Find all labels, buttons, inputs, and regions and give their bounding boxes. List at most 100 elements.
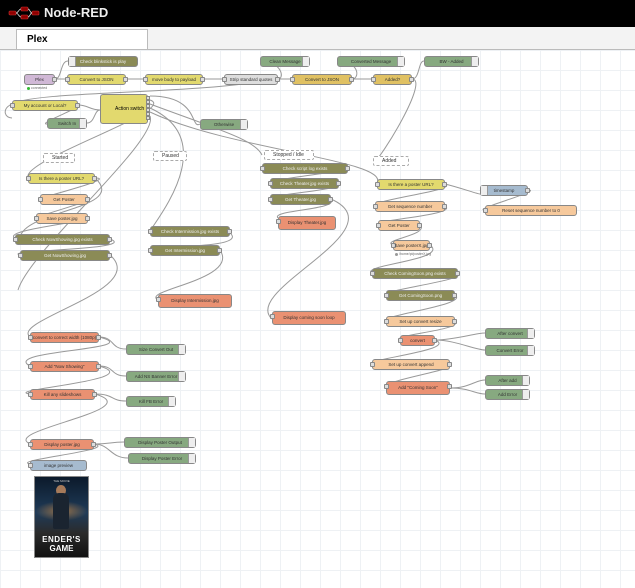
add-error-node[interactable]: Add Error	[485, 389, 530, 400]
flow-canvas[interactable]: Started Paused Stopped / Idle Added Plex…	[0, 50, 635, 588]
poster-url-node-1[interactable]: Is there a poster URL?	[26, 173, 97, 184]
reset-sequence-node[interactable]: Reset sequence number to 0	[483, 205, 577, 216]
tab-plex-label: Plex	[27, 34, 48, 45]
workspace-tab-bar: Plex	[0, 27, 635, 50]
comment-stopped[interactable]: Stopped / Idle	[264, 150, 314, 160]
get-poster-1-label: Get Poster	[53, 197, 75, 202]
add-ns-banner-error-node[interactable]: Add NS Banner Error	[126, 371, 186, 382]
get-comingsoon-label: Get ComingSoon.png	[398, 293, 443, 298]
add-coming-soon-node[interactable]: Add "Coming Soon"	[384, 381, 452, 395]
get-nowshowing-node[interactable]: Get NowShowing.jpg	[18, 250, 112, 261]
convert-json-2-label: Convert to JSON	[304, 77, 339, 82]
comment-started[interactable]: Started	[43, 153, 75, 163]
strip-quotes-label: Strip standard quotes	[229, 77, 273, 82]
my-account-label: My account or Local?	[23, 103, 67, 108]
set-convert-resize-label: Set up convert resize	[399, 319, 442, 324]
convert-node[interactable]: convert	[398, 335, 437, 346]
get-intermission-node[interactable]: Get Intermission.jpg	[148, 245, 222, 256]
comment-stopped-label: Stopped / Idle	[273, 152, 304, 158]
check-comingsoon-node[interactable]: Check ComingSoon.png exists	[370, 268, 460, 279]
otherwise-debug-node[interactable]: Otherwise	[200, 119, 248, 130]
kill-fb-error-label: Kill FB Error	[138, 399, 164, 404]
get-poster-node-1[interactable]: Get Poster	[38, 194, 90, 205]
check-nowshowing-label: Check NowShowing.jpg exists	[32, 237, 93, 242]
comment-added[interactable]: Added	[373, 156, 409, 166]
action-switch-ports	[146, 96, 150, 120]
display-poster-output-label: Display Poster Output	[138, 440, 182, 445]
poster-title-line-1: ENDER'S	[42, 535, 81, 544]
display-poster-output-node[interactable]: Display Poster Output	[124, 437, 196, 448]
clean-message-label: Clean Message	[269, 59, 301, 64]
add-ns-banner-error-label: Add NS Banner Error	[134, 374, 178, 379]
display-poster-node[interactable]: Display poster.jpg	[28, 439, 96, 450]
plex-webhook-node[interactable]: Plex	[24, 74, 57, 85]
switch-in-debug-node[interactable]: Switch In	[47, 118, 87, 129]
kill-fb-error-node[interactable]: Kill FB Error	[126, 396, 176, 407]
converted-message-debug-node[interactable]: Converted Message	[337, 56, 405, 67]
get-poster-node-2[interactable]: Get Poster	[376, 220, 422, 231]
convert-1080p-label: convert to correct width (1080p)	[32, 335, 97, 340]
move-body-node[interactable]: move body to payload	[143, 74, 205, 85]
convert-json-node-2[interactable]: Convert to JSON	[290, 74, 354, 85]
poster-url-node-2[interactable]: Is there a poster URL?	[375, 179, 447, 190]
add-now-showing-node[interactable]: Add "Now Showing"	[28, 361, 101, 372]
display-theater-node[interactable]: Display Theater.jpg	[276, 216, 336, 230]
save-poster-2-label: Save posterX.jpg	[394, 243, 429, 248]
convert-label: convert	[410, 338, 425, 343]
plex-status: connected	[27, 86, 47, 90]
action-switch-node[interactable]: Action switch	[100, 94, 150, 124]
convert-error-node[interactable]: Convert Error	[485, 345, 535, 356]
check-intermission-node[interactable]: Check Intermission.jpg exists	[148, 226, 232, 237]
converted-message-label: Converted Message	[350, 59, 392, 64]
kill-slideshows-label: Kill any slideshows	[43, 392, 82, 397]
save-poster-node-2[interactable]: Save posterX.jpg	[391, 240, 432, 251]
convert-json-node-1[interactable]: Convert to JSON	[65, 74, 128, 85]
get-theater-node[interactable]: Get Theater.jpg	[268, 194, 333, 205]
check-nowshowing-node[interactable]: Check NowShowing.jpg exists	[13, 234, 112, 245]
added-check-node[interactable]: Added?	[371, 74, 414, 85]
bw-added-debug-node[interactable]: BW - Added	[424, 56, 479, 67]
set-convert-append-label: Set up convert append	[388, 362, 434, 367]
comment-paused-label: Paused	[162, 153, 179, 159]
tab-plex[interactable]: Plex	[16, 29, 148, 49]
display-coming-soon-node[interactable]: Display coming soon loop	[270, 311, 346, 325]
check-theater-node[interactable]: Check Theater.jpg exists	[268, 178, 341, 189]
add-now-showing-label: Add "Now Showing"	[44, 364, 85, 369]
check-script-label: Check script log exists	[282, 166, 328, 171]
image-preview-node[interactable]: image preview	[28, 460, 87, 471]
clean-message-debug-node[interactable]: Clean Message	[260, 56, 310, 67]
comment-paused[interactable]: Paused	[153, 151, 187, 161]
display-intermission-node[interactable]: Display Intermission.jpg	[156, 294, 232, 308]
save-poster-1-label: Save poster.jpg	[46, 216, 78, 221]
image-preview-label: image preview	[43, 463, 73, 468]
check-script-node[interactable]: Check script log exists	[260, 163, 350, 174]
poster-small-text: THE MOVIE	[53, 479, 70, 483]
convert-error-label: Convert Error	[496, 348, 524, 353]
check-blinkstick-node[interactable]: Check blinkstick is play	[68, 56, 138, 67]
plex-label: Plex	[35, 77, 44, 82]
save-poster-2-status: /home/pi/posterX.jpg	[395, 252, 431, 256]
size-convert-out-debug-node[interactable]: Size Convert Out	[126, 344, 186, 355]
save-poster-node-1[interactable]: Save poster.jpg	[34, 213, 90, 224]
my-account-node[interactable]: My account or Local?	[10, 100, 80, 111]
display-theater-label: Display Theater.jpg	[287, 220, 327, 225]
timestamp-inject-node[interactable]: timestamp	[480, 185, 530, 196]
get-sequence-node[interactable]: Get sequence number	[373, 201, 447, 212]
display-poster-error-label: Display Poster Error	[141, 456, 183, 461]
node-red-logo-icon	[8, 6, 40, 20]
kill-slideshows-node[interactable]: Kill any slideshows	[28, 389, 97, 400]
after-add-label: After add	[498, 378, 517, 383]
after-add-node[interactable]: After add	[485, 375, 530, 386]
display-poster-error-node[interactable]: Display Poster Error	[128, 453, 196, 464]
get-nowshowing-label: Get NowShowing.jpg	[43, 253, 87, 258]
strip-quotes-node[interactable]: Strip standard quotes	[222, 74, 280, 85]
set-convert-resize-node[interactable]: Set up convert resize	[384, 316, 457, 327]
set-convert-append-node[interactable]: Set up convert append	[370, 359, 452, 370]
get-comingsoon-node[interactable]: Get ComingSoon.png	[384, 290, 457, 301]
convert-1080p-node[interactable]: convert to correct width (1080p)	[28, 332, 101, 343]
get-theater-label: Get Theater.jpg	[285, 197, 316, 202]
display-coming-soon-label: Display coming soon loop	[283, 315, 335, 320]
after-convert-node[interactable]: After convert	[485, 328, 535, 339]
comment-added-label: Added	[382, 158, 397, 164]
check-comingsoon-label: Check ComingSoon.png exists	[384, 271, 446, 276]
